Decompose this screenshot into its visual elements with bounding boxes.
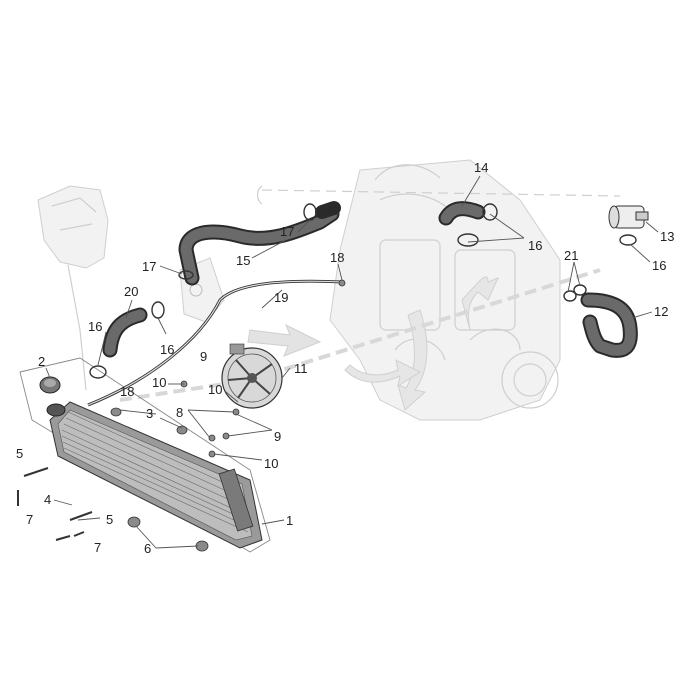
callout-18a: 18	[330, 250, 344, 265]
callout-labels: 1 2 3 4 5 5 6 7 7 8 9 9 10 10 10 11 12 1…	[16, 160, 674, 556]
callout-15: 15	[236, 253, 250, 268]
callout-9b: 9	[274, 429, 281, 444]
callout-1: 1	[286, 513, 293, 528]
leader-lines	[45, 175, 659, 549]
callout-16a: 16	[88, 319, 102, 334]
radiator	[46, 401, 263, 549]
callout-7b: 7	[94, 540, 101, 555]
callout-10c: 10	[264, 456, 278, 471]
callout-6: 6	[144, 541, 151, 556]
callout-4: 4	[44, 492, 51, 507]
callout-5b: 5	[106, 512, 113, 527]
callout-5a: 5	[16, 446, 23, 461]
callout-3: 3	[146, 406, 153, 421]
callout-10b: 10	[208, 382, 222, 397]
radiator-group-outline	[19, 357, 271, 553]
callout-18b: 18	[120, 384, 134, 399]
callout-17a: 17	[280, 224, 294, 239]
cooling-fan	[221, 343, 283, 409]
callout-19: 19	[274, 290, 288, 305]
radiator-cap	[39, 376, 61, 394]
callout-16c: 16	[528, 238, 542, 253]
expansion-tank-ghost	[37, 185, 109, 391]
callout-14: 14	[474, 160, 488, 175]
callout-21: 21	[564, 248, 578, 263]
callout-13: 13	[660, 229, 674, 244]
top-pipe-ghost	[256, 185, 621, 205]
callout-16b: 16	[160, 342, 174, 357]
callout-8: 8	[176, 405, 183, 420]
airflow-arrows	[247, 276, 499, 411]
callout-16d: 16	[652, 258, 666, 273]
callout-10a: 10	[152, 375, 166, 390]
hose-17	[315, 201, 341, 219]
callout-20: 20	[124, 284, 138, 299]
thermostat-13	[608, 205, 649, 229]
callout-17b: 17	[142, 259, 156, 274]
callout-2: 2	[38, 354, 45, 369]
callout-11: 11	[294, 361, 308, 376]
callout-9a: 9	[200, 349, 207, 364]
callout-12: 12	[654, 304, 668, 319]
callout-7a: 7	[26, 512, 33, 527]
